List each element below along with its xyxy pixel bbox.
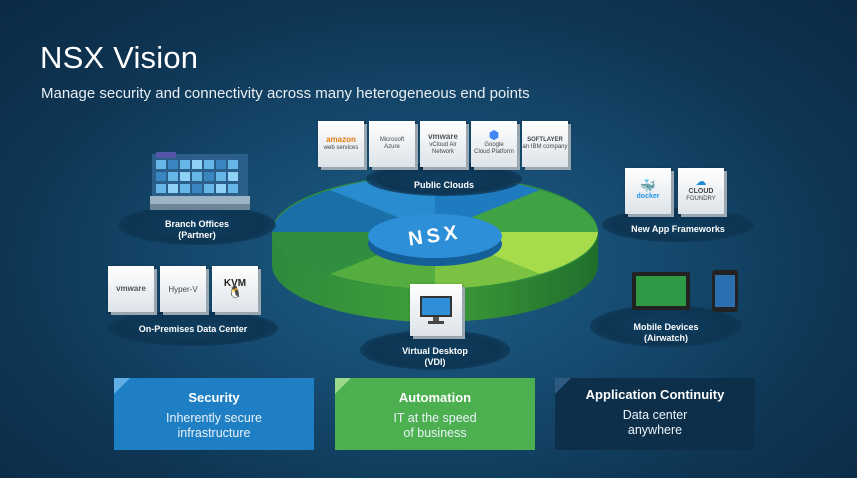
security-card-fold [114,378,130,394]
public-clouds-label: Public Clouds [413,180,474,190]
public-clouds-pad [366,162,522,196]
tux-penguin-icon: 🐧 [227,284,243,299]
app-continuity-title: Application Continuity [585,387,725,402]
branch-offices-pad [118,205,276,245]
hyper-v-tile: Hyper-V [160,266,206,312]
new-app-frameworks-label: New App Frameworks [631,224,725,234]
vmware-tile: vmware [108,266,154,312]
office-building-icon [150,152,250,210]
on-prem-pad [108,310,278,346]
automation-card-fold [335,378,351,394]
tablet-phone-icon [632,270,738,312]
nsx-hub-disc: NSX [272,180,598,322]
google-hex-icon: ⬢ [488,128,500,142]
cloud-icon: ☁ [695,176,707,188]
app-continuity-card-fold [555,378,571,394]
automation-title: Automation [398,390,472,405]
security-title: Security [188,390,240,405]
on-prem-label: On-Premises Data Center [138,324,248,334]
vdi-pad [360,330,510,370]
monitor-icon [420,296,452,324]
docker-tile: 🐳docker [625,168,671,214]
page-title: NSX Vision [40,40,199,75]
vdi-label: Virtual Desktop(VDI) [402,346,468,367]
mobile-devices-label: Mobile Devices(Airwatch) [633,322,699,343]
kvm-tile: KVM🐧 [212,266,258,312]
page-subtitle: Manage security and connectivity across … [41,85,530,102]
docker-whale-icon: 🐳 [639,177,657,193]
vdi-monitor-tile [410,284,462,336]
branch-offices-label: Branch Offices(Partner) [164,219,230,240]
